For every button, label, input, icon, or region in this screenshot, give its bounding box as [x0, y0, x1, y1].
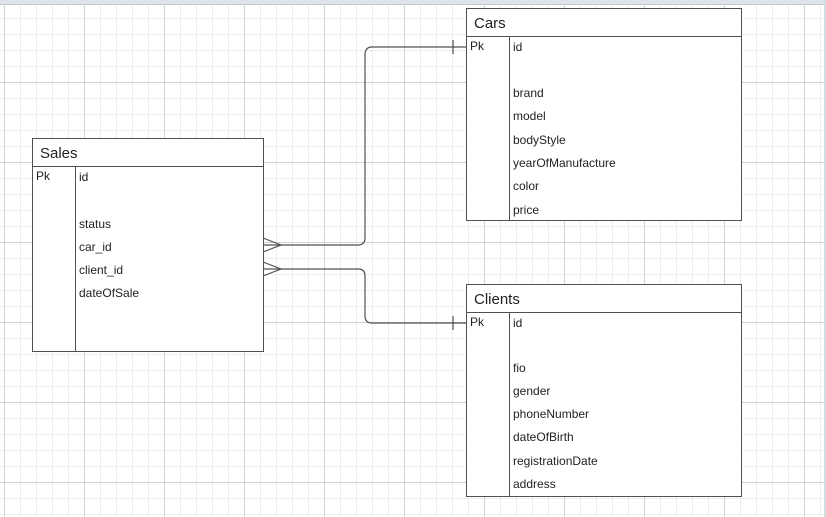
field-clients-registrationdate: registrationDate	[513, 454, 598, 468]
field-cars-yearofmanufacture: yearOfManufacture	[513, 156, 616, 170]
primary-key-marker: Pk	[470, 39, 485, 53]
connector-sales-cars[interactable]	[263, 46, 466, 246]
entity-cars-title: Cars	[467, 9, 741, 37]
canvas-top-bar	[0, 0, 826, 5]
field-sales-dateofsale: dateOfSale	[79, 286, 140, 300]
field-cars-model: model	[513, 109, 546, 123]
crowfoot-many-sales-car	[262, 237, 283, 253]
crowfoot-many-sales-client	[262, 261, 283, 277]
field-sales-id: id	[79, 170, 89, 184]
field-cars-color: color	[513, 179, 540, 193]
field-cars-brand: brand	[513, 86, 544, 100]
entity-clients-key-column: Pk	[467, 313, 510, 496]
field-clients-phonenumber: phoneNumber	[513, 407, 590, 421]
entity-sales-key-column: Pk	[33, 167, 76, 351]
field-clients-id: id	[513, 316, 523, 330]
field-cars-price: price	[513, 203, 540, 217]
primary-key-marker: Pk	[36, 169, 51, 183]
field-cars-bodystyle: bodyStyle	[513, 133, 566, 147]
entity-clients-title: Clients	[467, 285, 741, 313]
entity-sales-title: Sales	[33, 139, 263, 167]
entity-clients[interactable]: Clients Pk id fio gender phoneNumber dat…	[466, 284, 742, 497]
field-sales-status: status	[79, 217, 112, 231]
entity-cars[interactable]: Cars Pk id brand model bodyStyle yearOfM…	[466, 8, 742, 221]
canvas-right-edge	[824, 0, 826, 517]
primary-key-marker: Pk	[470, 315, 485, 329]
entity-sales[interactable]: Sales Pk id status car_id client_id date…	[32, 138, 264, 352]
field-cars-id: id	[513, 40, 523, 54]
entity-cars-key-column: Pk	[467, 37, 510, 220]
field-sales-car-id: car_id	[79, 240, 112, 254]
field-clients-address: address	[513, 477, 556, 491]
connector-sales-clients[interactable]	[263, 268, 466, 324]
field-sales-client-id: client_id	[79, 263, 124, 277]
field-clients-fio: fio	[513, 361, 526, 375]
field-clients-dateofbirth: dateOfBirth	[513, 430, 574, 444]
field-clients-gender: gender	[513, 384, 551, 398]
